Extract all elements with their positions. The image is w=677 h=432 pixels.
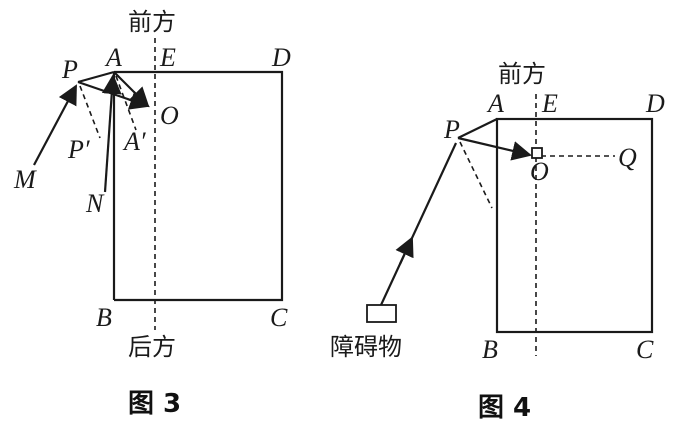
fig3-label-D: D — [271, 43, 291, 72]
fig3-back-label: 后方 — [128, 333, 176, 361]
fig3-dashed-P-Pprime — [79, 85, 101, 139]
fig3-label-N: N — [85, 189, 105, 218]
fig3-label-B: B — [96, 303, 112, 332]
fig3-label-C: C — [270, 303, 288, 332]
fig3-label-M: M — [13, 165, 37, 194]
fig3-label-A-prime: A′ — [122, 127, 146, 156]
fig3-label-P-prime: P′ — [67, 135, 90, 164]
fig3-label-A: A — [104, 43, 122, 72]
fig3-label-P: P — [61, 55, 78, 84]
fig4-label-E: E — [541, 89, 558, 118]
fig4-label-A: A — [486, 89, 504, 118]
fig4-segment-PA — [457, 118, 498, 139]
fig4-ray-obstacle-P — [380, 142, 457, 306]
fig4-ray-arrow — [395, 236, 414, 265]
fig4-obstacle-label: 障碍物 — [330, 333, 402, 361]
fig3-dashed-A-Aprime — [115, 75, 137, 131]
fig4-label-P: P — [443, 115, 460, 144]
figure-4: 前方 障碍物 P A E D O Q B C 图 4 — [330, 60, 665, 423]
fig3-rect-top-AD — [114, 70, 284, 302]
fig4-dashed-normal-P — [459, 141, 493, 209]
fig3-label-E: E — [159, 43, 176, 72]
figure-3: 前方 后方 P A E D O P′ A′ M N B C 图 3 — [13, 8, 291, 419]
fig4-ray-P-O — [457, 136, 532, 161]
fig4-label-B: B — [482, 335, 498, 364]
fig3-front-label: 前方 — [128, 8, 176, 36]
fig4-obstacle-box — [366, 304, 397, 323]
fig3-segment-PA — [77, 70, 115, 84]
fig4-label-D: D — [645, 89, 665, 118]
fig4-label-C: C — [636, 335, 654, 364]
fig3-ray-N-A — [101, 74, 122, 193]
fig4-label-Q: Q — [618, 143, 637, 172]
fig3-caption: 图 3 — [128, 389, 181, 419]
fig4-caption: 图 4 — [478, 393, 531, 423]
fig4-front-label: 前方 — [498, 60, 546, 88]
fig4-rect-ABCD — [495, 117, 654, 334]
fig3-ray-M-P — [33, 84, 77, 166]
fig4-detector-square — [531, 147, 543, 159]
fig4-label-O: O — [530, 157, 549, 186]
fig3-label-O: O — [160, 101, 179, 130]
